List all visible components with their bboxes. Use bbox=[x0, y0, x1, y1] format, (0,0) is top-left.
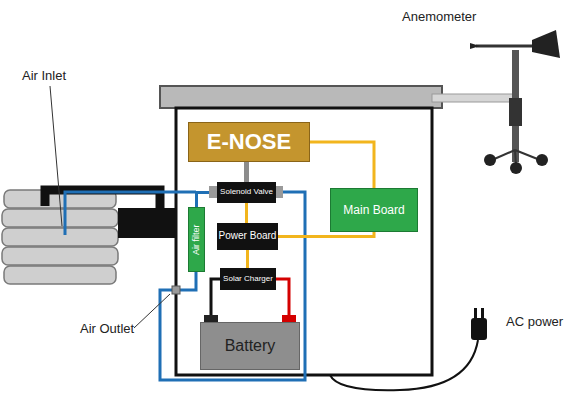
filter-box: Air filter bbox=[188, 207, 205, 272]
node-text: Battery bbox=[225, 338, 276, 355]
outlet-fitting bbox=[172, 286, 180, 294]
mount-bracket bbox=[432, 94, 516, 102]
valve-fitting bbox=[209, 186, 217, 198]
connector-line bbox=[278, 232, 374, 237]
node-text: Air filter bbox=[192, 224, 201, 255]
board-box: Main Board bbox=[330, 188, 418, 232]
housing-roof bbox=[160, 86, 442, 108]
charger-box: Solar Charger bbox=[220, 268, 276, 290]
node-text: Solar Charger bbox=[223, 275, 273, 283]
part-label: Air Inlet bbox=[22, 68, 66, 83]
connector-line bbox=[197, 193, 210, 208]
battery-box: Battery bbox=[200, 322, 300, 370]
board-box: Power Board bbox=[217, 223, 278, 250]
air-tube bbox=[65, 192, 305, 380]
node-text: Solenoid Valve bbox=[220, 188, 273, 196]
valve-box: Solenoid Valve bbox=[217, 182, 276, 203]
sensor-box: E-NOSE bbox=[188, 122, 310, 162]
node-text: Power Board bbox=[219, 231, 277, 242]
valve-fitting bbox=[275, 186, 283, 198]
leader-line bbox=[50, 86, 62, 226]
connector-line bbox=[211, 279, 220, 315]
node-text: E-NOSE bbox=[207, 130, 291, 153]
part-label: AC power bbox=[506, 314, 563, 329]
connector-line bbox=[276, 279, 289, 315]
connector-line bbox=[310, 142, 374, 188]
ac-cable bbox=[330, 340, 478, 390]
connector-line bbox=[245, 203, 248, 223]
part-label: Anemometer bbox=[402, 9, 476, 24]
inlet-block bbox=[118, 208, 176, 238]
part-label: Air Outlet bbox=[80, 321, 134, 336]
connector-line bbox=[246, 250, 249, 268]
leader-line bbox=[134, 294, 170, 328]
connector-line bbox=[244, 162, 249, 182]
ac-plug bbox=[471, 308, 487, 340]
node-text: Main Board bbox=[343, 204, 404, 217]
anemometer-icon bbox=[470, 30, 560, 174]
